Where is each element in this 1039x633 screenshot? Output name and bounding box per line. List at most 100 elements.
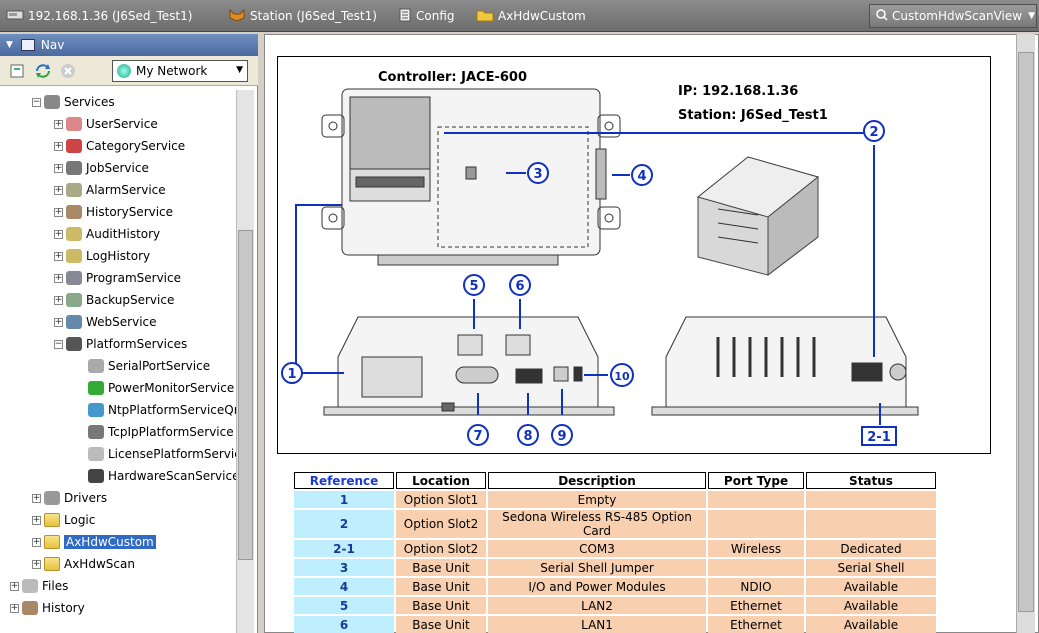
collapse-icon[interactable]: − (54, 338, 63, 349)
tree-item[interactable]: SerialPortService (76, 356, 210, 376)
expand-icon[interactable]: + (54, 184, 63, 195)
tree-item-label: Drivers (64, 491, 108, 505)
expand-icon[interactable]: + (54, 118, 63, 129)
col-description[interactable]: Description (488, 472, 706, 489)
expand-icon[interactable]: + (54, 294, 63, 305)
ip-label: IP: 192.168.1.36 (678, 84, 798, 99)
svg-text:9: 9 (557, 429, 566, 444)
callouts: 1 2 3 4 5 6 7 8 9 10 2-1 (281, 120, 897, 446)
table-cell: Base Unit (396, 559, 486, 576)
crumb-station[interactable]: Station (J6Sed_Test1) (228, 7, 377, 25)
tree-item[interactable]: NtpPlatformServiceQn (76, 400, 241, 420)
controller-label: Controller: JACE-600 (378, 70, 527, 85)
collapse-icon[interactable]: − (32, 96, 41, 107)
chevron-down-icon: ▼ (236, 65, 243, 75)
crumb-host[interactable]: 192.168.1.36 (J6Sed_Test1) (6, 7, 192, 25)
splitter[interactable] (258, 34, 264, 633)
crumb-axhdwcustom-label: AxHdwCustom (498, 9, 586, 23)
col-reference[interactable]: Reference (294, 472, 394, 489)
tree-item[interactable]: +History (10, 598, 85, 618)
host-icon (6, 9, 24, 24)
folder-icon (476, 8, 494, 25)
tree-item[interactable]: +AxHdwCustom (32, 532, 156, 552)
network-selector[interactable]: My Network ▼ (112, 60, 248, 82)
tree-item[interactable]: +Files (10, 576, 68, 596)
table-cell: Option Slot1 (396, 491, 486, 508)
expand-icon[interactable]: + (54, 206, 63, 217)
tree-item-label: SerialPortService (108, 359, 211, 373)
hardware-table: Reference Location Description Port Type… (292, 470, 938, 633)
tree-item[interactable]: +JobService (54, 158, 149, 178)
tree-item-label: TcpIpPlatformService (108, 425, 234, 439)
col-location[interactable]: Location (396, 472, 486, 489)
open-icon[interactable] (10, 63, 26, 82)
tree-item[interactable]: +BackupService (54, 290, 174, 310)
tree-item[interactable]: −Services (32, 92, 115, 112)
expand-icon[interactable]: + (32, 558, 41, 569)
backup-icon (66, 293, 82, 307)
folder-icon (44, 535, 60, 549)
nav-scrollbar[interactable] (236, 90, 254, 633)
expand-icon[interactable]: + (10, 602, 19, 613)
tree-item[interactable]: −PlatformServices (54, 334, 187, 354)
main-scrollbar[interactable] (1016, 34, 1035, 633)
expand-icon[interactable]: + (54, 272, 63, 283)
callout-2-1: 2-1 (861, 426, 897, 446)
crumb-axhdwcustom[interactable]: AxHdwCustom (476, 7, 586, 25)
callout-10: 10 (610, 363, 634, 387)
close-icon[interactable] (60, 63, 76, 82)
tree-item[interactable]: + Drivers (32, 488, 107, 508)
tree-item[interactable]: LicensePlatformServic (76, 444, 241, 464)
tree-item[interactable]: +WebService (54, 312, 157, 332)
expand-icon[interactable]: + (54, 228, 63, 239)
tree-item[interactable]: PowerMonitorService (76, 378, 234, 398)
tree-item-label: AlarmService (86, 183, 166, 197)
col-port-type[interactable]: Port Type (708, 472, 804, 489)
tree-item[interactable]: +AxHdwScan (32, 554, 135, 574)
tree-item-label: UserService (86, 117, 158, 131)
tree-item[interactable]: + AlarmService (54, 180, 166, 200)
expand-icon[interactable]: + (10, 580, 19, 591)
tree-item[interactable]: TcpIpPlatformService (76, 422, 234, 442)
tree-item[interactable]: +AuditHistory (54, 224, 160, 244)
tree-item[interactable]: +ProgramService (54, 268, 181, 288)
expand-icon[interactable]: + (54, 316, 63, 327)
table-cell: Ethernet (708, 597, 804, 614)
table-cell (708, 491, 804, 508)
expand-icon[interactable]: + (54, 250, 63, 261)
tree-item[interactable]: + UserService (54, 114, 158, 134)
table-cell: COM3 (488, 540, 706, 557)
gear-icon (44, 95, 60, 109)
tree-item[interactable]: +HistoryService (54, 202, 173, 222)
expand-icon[interactable]: + (32, 536, 41, 547)
table-cell (806, 491, 936, 508)
expand-icon[interactable]: + (54, 140, 63, 151)
expand-icon[interactable]: + (32, 514, 41, 525)
nav-scrollbar-thumb[interactable] (238, 230, 253, 560)
col-status[interactable]: Status (806, 472, 936, 489)
expand-icon[interactable]: + (32, 492, 41, 503)
table-cell: Base Unit (396, 597, 486, 614)
web-icon (66, 315, 82, 329)
tree-item[interactable]: +CategoryService (54, 136, 185, 156)
expand-icon[interactable]: + (54, 162, 63, 173)
table-cell: 2 (294, 510, 394, 538)
tree-item[interactable]: +Logic (32, 510, 95, 530)
refresh-icon[interactable] (34, 62, 52, 83)
nav-collapse-icon[interactable]: ▼ (6, 40, 13, 50)
drivers-icon (44, 491, 60, 505)
view-icon (876, 8, 888, 24)
main-scrollbar-thumb[interactable] (1018, 52, 1034, 612)
view-selector[interactable]: CustomHdwScanView ▼ (869, 4, 1037, 28)
tree-item[interactable]: + LogHistory (54, 246, 150, 266)
tree-item[interactable]: HardwareScanService (76, 466, 239, 486)
crumb-config[interactable]: Config (398, 7, 455, 25)
tree-item-label: LogHistory (86, 249, 151, 263)
